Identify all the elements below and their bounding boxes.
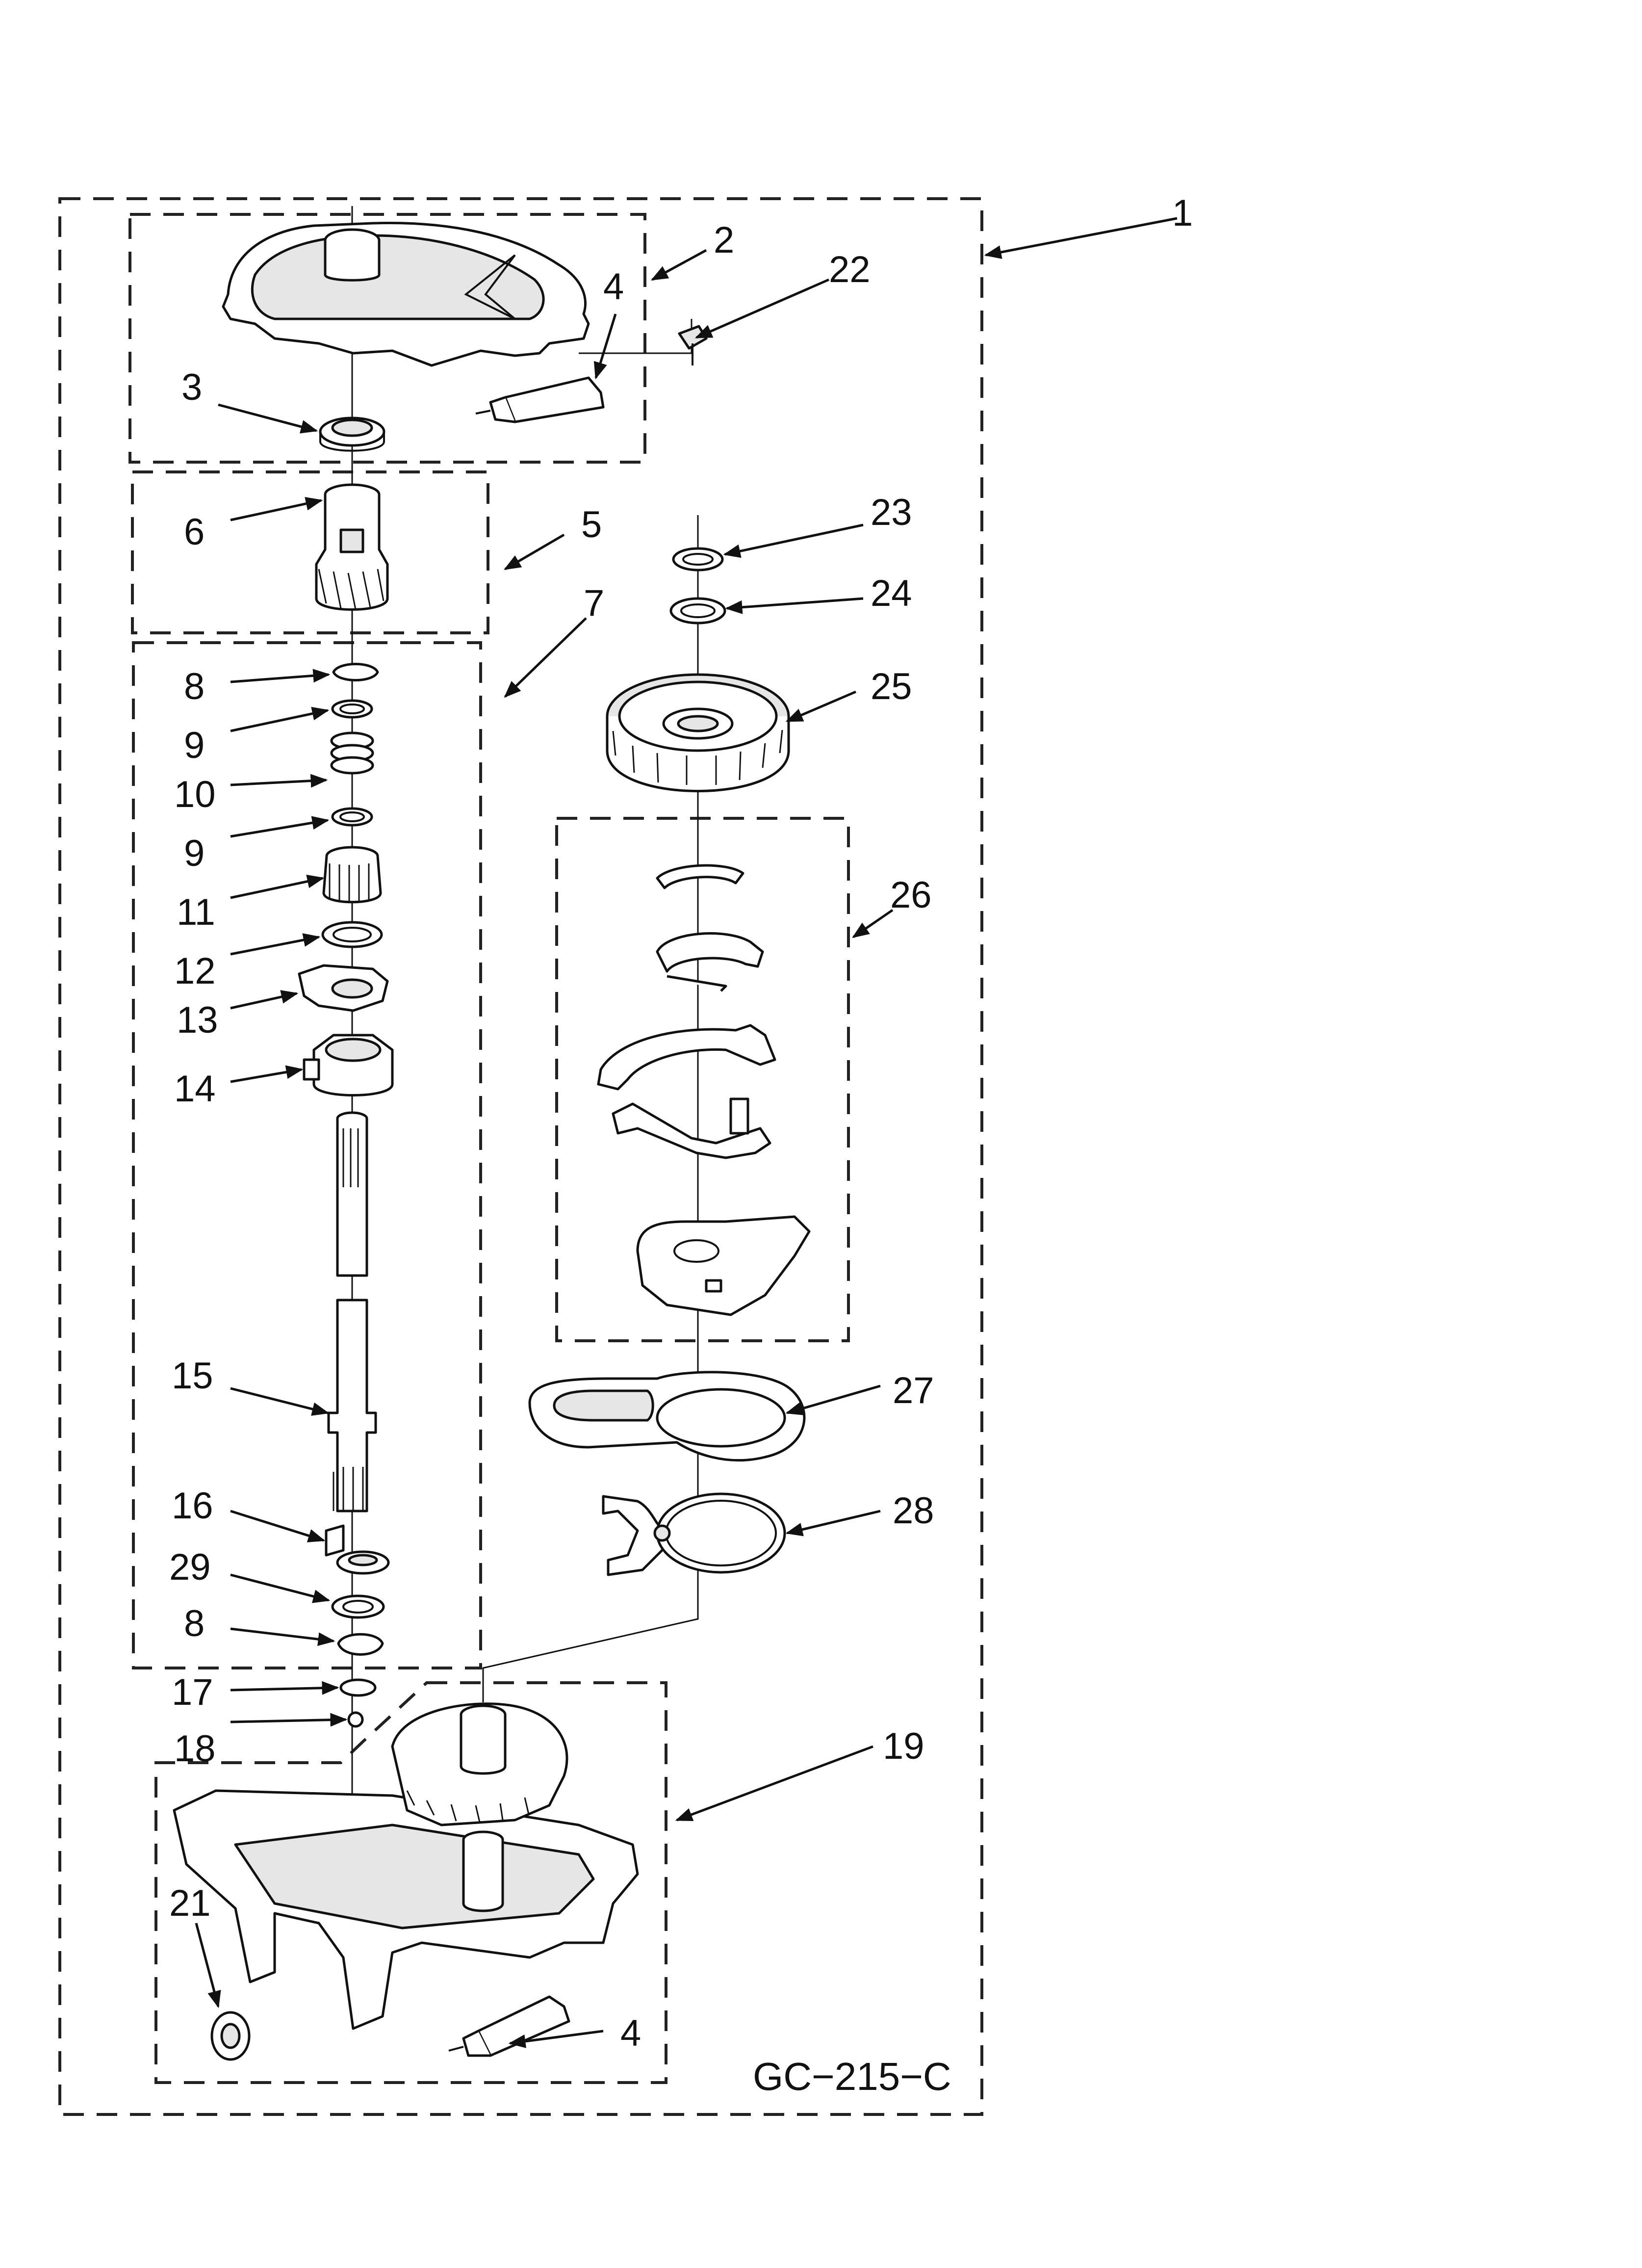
- group-boundaries: [58, 197, 983, 2116]
- slip-spring-housing: [303, 1034, 394, 1096]
- pinion-gear: [315, 483, 389, 611]
- callout-9-bottom: 9: [184, 833, 205, 874]
- washer-23: [672, 547, 724, 572]
- callout-18: 18: [174, 1728, 216, 1770]
- washer-9-top: [331, 699, 373, 719]
- callout-23: 23: [871, 492, 912, 533]
- clutch-gear: [322, 846, 382, 904]
- clutch-dog: [298, 964, 389, 1012]
- ball-18: [347, 1711, 364, 1728]
- callout-3: 3: [181, 366, 202, 408]
- shaft-7-boundary: [132, 641, 482, 1669]
- callout-27: 27: [893, 1370, 934, 1411]
- callout-8-bottom: 8: [184, 1603, 205, 1644]
- transmission-cover: [222, 222, 590, 367]
- callout-7: 7: [584, 582, 604, 624]
- callout-6: 6: [184, 511, 205, 553]
- drive-gear-25: [606, 673, 790, 792]
- grease-tube-bottom: [448, 1995, 570, 2057]
- callout-9-top: 9: [184, 725, 205, 766]
- seal: [319, 417, 385, 452]
- callout-4-top: 4: [603, 266, 624, 308]
- bearing-17: [339, 1678, 377, 1697]
- screw: [678, 325, 708, 365]
- grease-tube-top: [475, 376, 605, 423]
- callout-13: 13: [177, 999, 218, 1041]
- callout-12: 12: [174, 950, 216, 992]
- retaining-ring-bottom: [337, 1633, 384, 1656]
- callout-28: 28: [893, 1490, 934, 1532]
- callout-29: 29: [169, 1546, 211, 1588]
- callout-26: 26: [890, 874, 932, 916]
- callout-24: 24: [871, 573, 912, 614]
- callout-2: 2: [714, 219, 734, 261]
- callout-labels: 1 2 3 4 4 5 6 7 8 8 9 9 10 11 12 13 14 1…: [169, 192, 1193, 2098]
- shift-lever: [528, 1371, 806, 1462]
- agitator-shaft: [327, 1111, 377, 1512]
- callout-1: 1: [1172, 192, 1193, 234]
- callout-8-top: 8: [184, 666, 205, 707]
- callout-16: 16: [172, 1485, 213, 1527]
- cover-2-boundary: [128, 213, 646, 464]
- callout-10: 10: [174, 774, 216, 815]
- washer-29: [331, 1594, 385, 1619]
- thrust-washer: [321, 921, 383, 948]
- callout-21: 21: [169, 1882, 211, 1924]
- callout-11: 11: [177, 891, 215, 933]
- callout-15: 15: [172, 1355, 213, 1397]
- washer-29-upper: [336, 1550, 390, 1575]
- shifter-assembly: [597, 864, 811, 1316]
- leader-lines: [195, 217, 1178, 2048]
- callout-22: 22: [829, 249, 871, 290]
- spring: [330, 731, 374, 775]
- callout-4-bottom: 4: [620, 2012, 641, 2054]
- retaining-ring-top: [332, 663, 379, 681]
- gearcase: [173, 1702, 639, 2030]
- clip-16: [325, 1524, 345, 1557]
- washer-9-bottom: [331, 807, 373, 827]
- callout-5: 5: [581, 504, 602, 546]
- shifter-26-boundary: [555, 817, 850, 1342]
- washer-24: [669, 597, 726, 625]
- assembly-1-boundary: [58, 197, 983, 2116]
- gearcase-seal: [210, 2011, 251, 2061]
- callout-19: 19: [883, 1725, 924, 1767]
- gearcase-19-boundary: [154, 1681, 667, 2084]
- callout-25: 25: [871, 666, 912, 707]
- callout-14: 14: [174, 1068, 216, 1110]
- diagram-code: GC−215−C: [753, 2055, 951, 2098]
- shift-plate: [602, 1492, 786, 1576]
- callout-17: 17: [172, 1671, 213, 1713]
- pinion-5-boundary: [131, 470, 489, 634]
